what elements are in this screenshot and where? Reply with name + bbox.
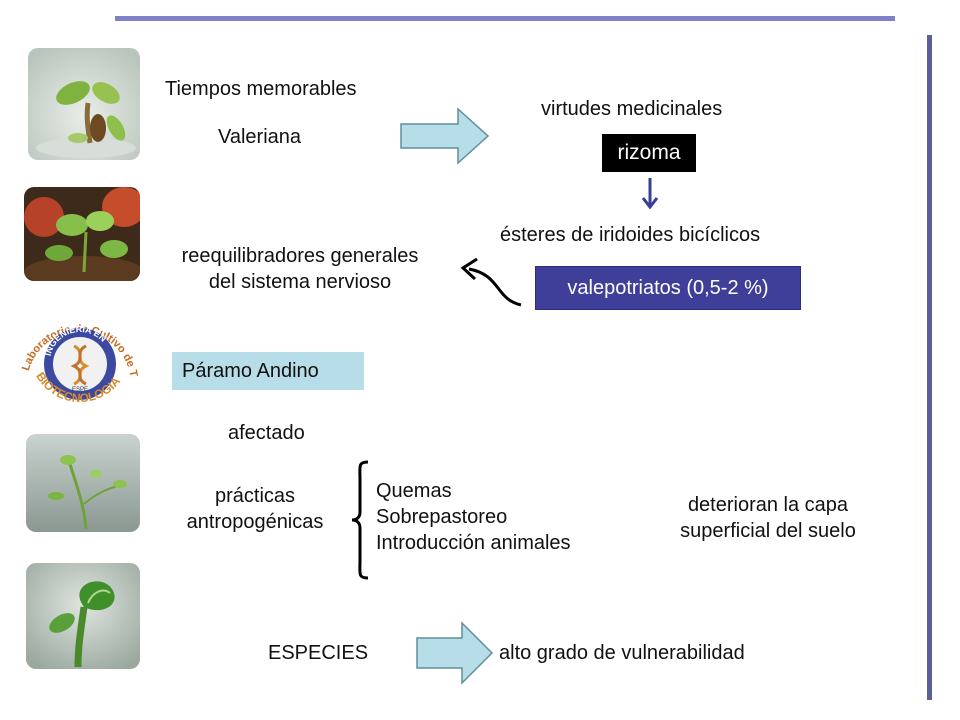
list-item: Sobrepastoreo (376, 506, 508, 528)
label-tiempos: Tiempos memorables (165, 78, 357, 100)
right-rule (927, 35, 932, 700)
label-afectado: afectado (228, 422, 305, 444)
down-arrow (641, 178, 659, 210)
label-practicas: prácticas antropogénicas (160, 483, 350, 535)
plant-photo-4 (26, 563, 140, 669)
curly-brace (351, 460, 369, 580)
label-reequilibradores: reequilibradores generales del sistema n… (150, 243, 450, 295)
list-item: Introducción animales (376, 532, 571, 554)
svg-text:ESPE: ESPE (72, 387, 88, 393)
lab-logo: Laboratorio de Cultivo de Tejidos INGENI… (18, 296, 140, 408)
top-rule (115, 16, 895, 21)
label-deterioran: deterioran la capa superficial del suelo (650, 492, 886, 544)
causes-list: Quemas Sobrepastoreo Introducción animal… (376, 478, 571, 556)
paramo-box: Páramo Andino (172, 352, 364, 390)
label-virtudes: virtudes medicinales (541, 98, 723, 120)
reequilibradores-line-1: reequilibradores generales (181, 245, 419, 267)
practicas-line-2: antropogénicas (186, 511, 324, 533)
right-arrow-1 (400, 107, 490, 165)
deterioran-line-2: superficial del suelo (680, 520, 856, 542)
label-esteres: ésteres de iridoides bicíclicos (500, 224, 761, 246)
plant-photo-3 (26, 434, 140, 532)
deterioran-line-1: deterioran la capa (687, 494, 849, 516)
plant-photo-1 (28, 48, 140, 160)
curved-arrow (460, 257, 522, 307)
list-item: Quemas (376, 480, 452, 502)
rizoma-box: rizoma (602, 134, 696, 172)
plant-photo-2 (24, 187, 140, 281)
reequilibradores-line-2: del sistema nervioso (208, 271, 392, 293)
right-arrow-2 (416, 621, 494, 685)
label-valeriana: Valeriana (218, 126, 302, 148)
practicas-line-1: prácticas (214, 485, 296, 507)
valepotriatos-box: valepotriatos (0,5-2 %) (535, 266, 801, 310)
label-especies: ESPECIES (268, 642, 369, 664)
label-vulnerabilidad: alto grado de vulnerabilidad (499, 642, 745, 664)
